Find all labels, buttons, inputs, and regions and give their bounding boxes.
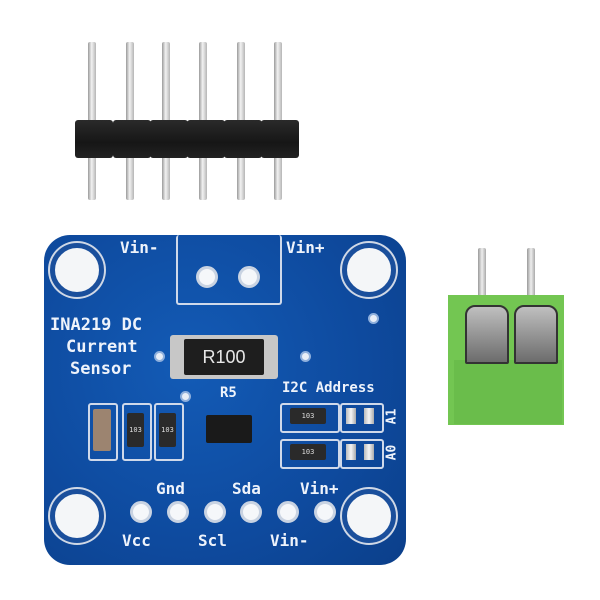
i2c-address-label: I2C Address [282, 380, 375, 396]
pin-pad-vcc [130, 501, 152, 523]
resistor-outline [280, 439, 340, 469]
resistor-outline [280, 403, 340, 433]
resistor: 103 [290, 408, 326, 424]
label-a1: A1 [384, 408, 400, 425]
title-line-1: INA219 DC [50, 315, 143, 335]
header-housing [187, 120, 225, 158]
header-housing [75, 120, 113, 158]
pin-label-sda: Sda [232, 479, 261, 498]
terminal-pin [527, 248, 535, 308]
terminal-pad [196, 266, 218, 288]
resistor: 103 [159, 413, 176, 447]
pin-pad-sda [240, 501, 262, 523]
header-housing [150, 120, 188, 158]
jumper-pad [346, 408, 356, 424]
ina219-ic [206, 415, 252, 443]
ic-label: R5 [220, 385, 237, 401]
resistor-outline [154, 403, 184, 461]
resistor: 103 [290, 444, 326, 460]
label-vin-plus-top: Vin+ [286, 238, 325, 257]
pin-pad-vin-minus [277, 501, 299, 523]
mounting-hole [50, 243, 104, 297]
via [368, 313, 379, 324]
via [180, 391, 191, 402]
title-line-3: Sensor [70, 359, 132, 379]
mounting-hole [50, 489, 104, 543]
mounting-hole [342, 243, 396, 297]
jumper-a1-outline [340, 403, 384, 433]
pin-pad-scl [204, 501, 226, 523]
pin-label-scl: Scl [198, 531, 227, 550]
via [154, 351, 165, 362]
mounting-hole [342, 489, 396, 543]
terminal-pin [478, 248, 486, 308]
header-housing [261, 120, 299, 158]
label-a0: A0 [384, 444, 400, 461]
pin-pad-gnd [167, 501, 189, 523]
label-vin-minus-top: Vin- [120, 238, 159, 257]
title-line-2: Current [66, 337, 138, 357]
pin-pad-vin-plus [314, 501, 336, 523]
pin-label-vin-plus: Vin+ [300, 479, 339, 498]
jumper-a0-outline [340, 439, 384, 469]
header-housing [224, 120, 262, 158]
terminal-clamp [514, 305, 558, 364]
ina219-pcb: Vin- Vin+ INA219 DC Current Sensor R100 … [44, 235, 406, 565]
terminal-clamp [465, 305, 509, 364]
via [300, 351, 311, 362]
pin-label-gnd: Gnd [156, 479, 185, 498]
resistor-outline [122, 403, 152, 461]
header-housing [113, 120, 151, 158]
capacitor-outline [88, 403, 118, 461]
shunt-resistor: R100 [170, 335, 278, 379]
pin-label-vcc: Vcc [122, 531, 151, 550]
jumper-pad [364, 408, 374, 424]
jumper-pad [346, 444, 356, 460]
pin-label-vin-minus: Vin- [270, 531, 309, 550]
jumper-pad [364, 444, 374, 460]
terminal-front [454, 360, 562, 424]
shunt-marking: R100 [184, 339, 264, 375]
capacitor [93, 409, 111, 451]
terminal-pad [238, 266, 260, 288]
terminal-footprint [176, 235, 282, 305]
resistor: 103 [127, 413, 144, 447]
